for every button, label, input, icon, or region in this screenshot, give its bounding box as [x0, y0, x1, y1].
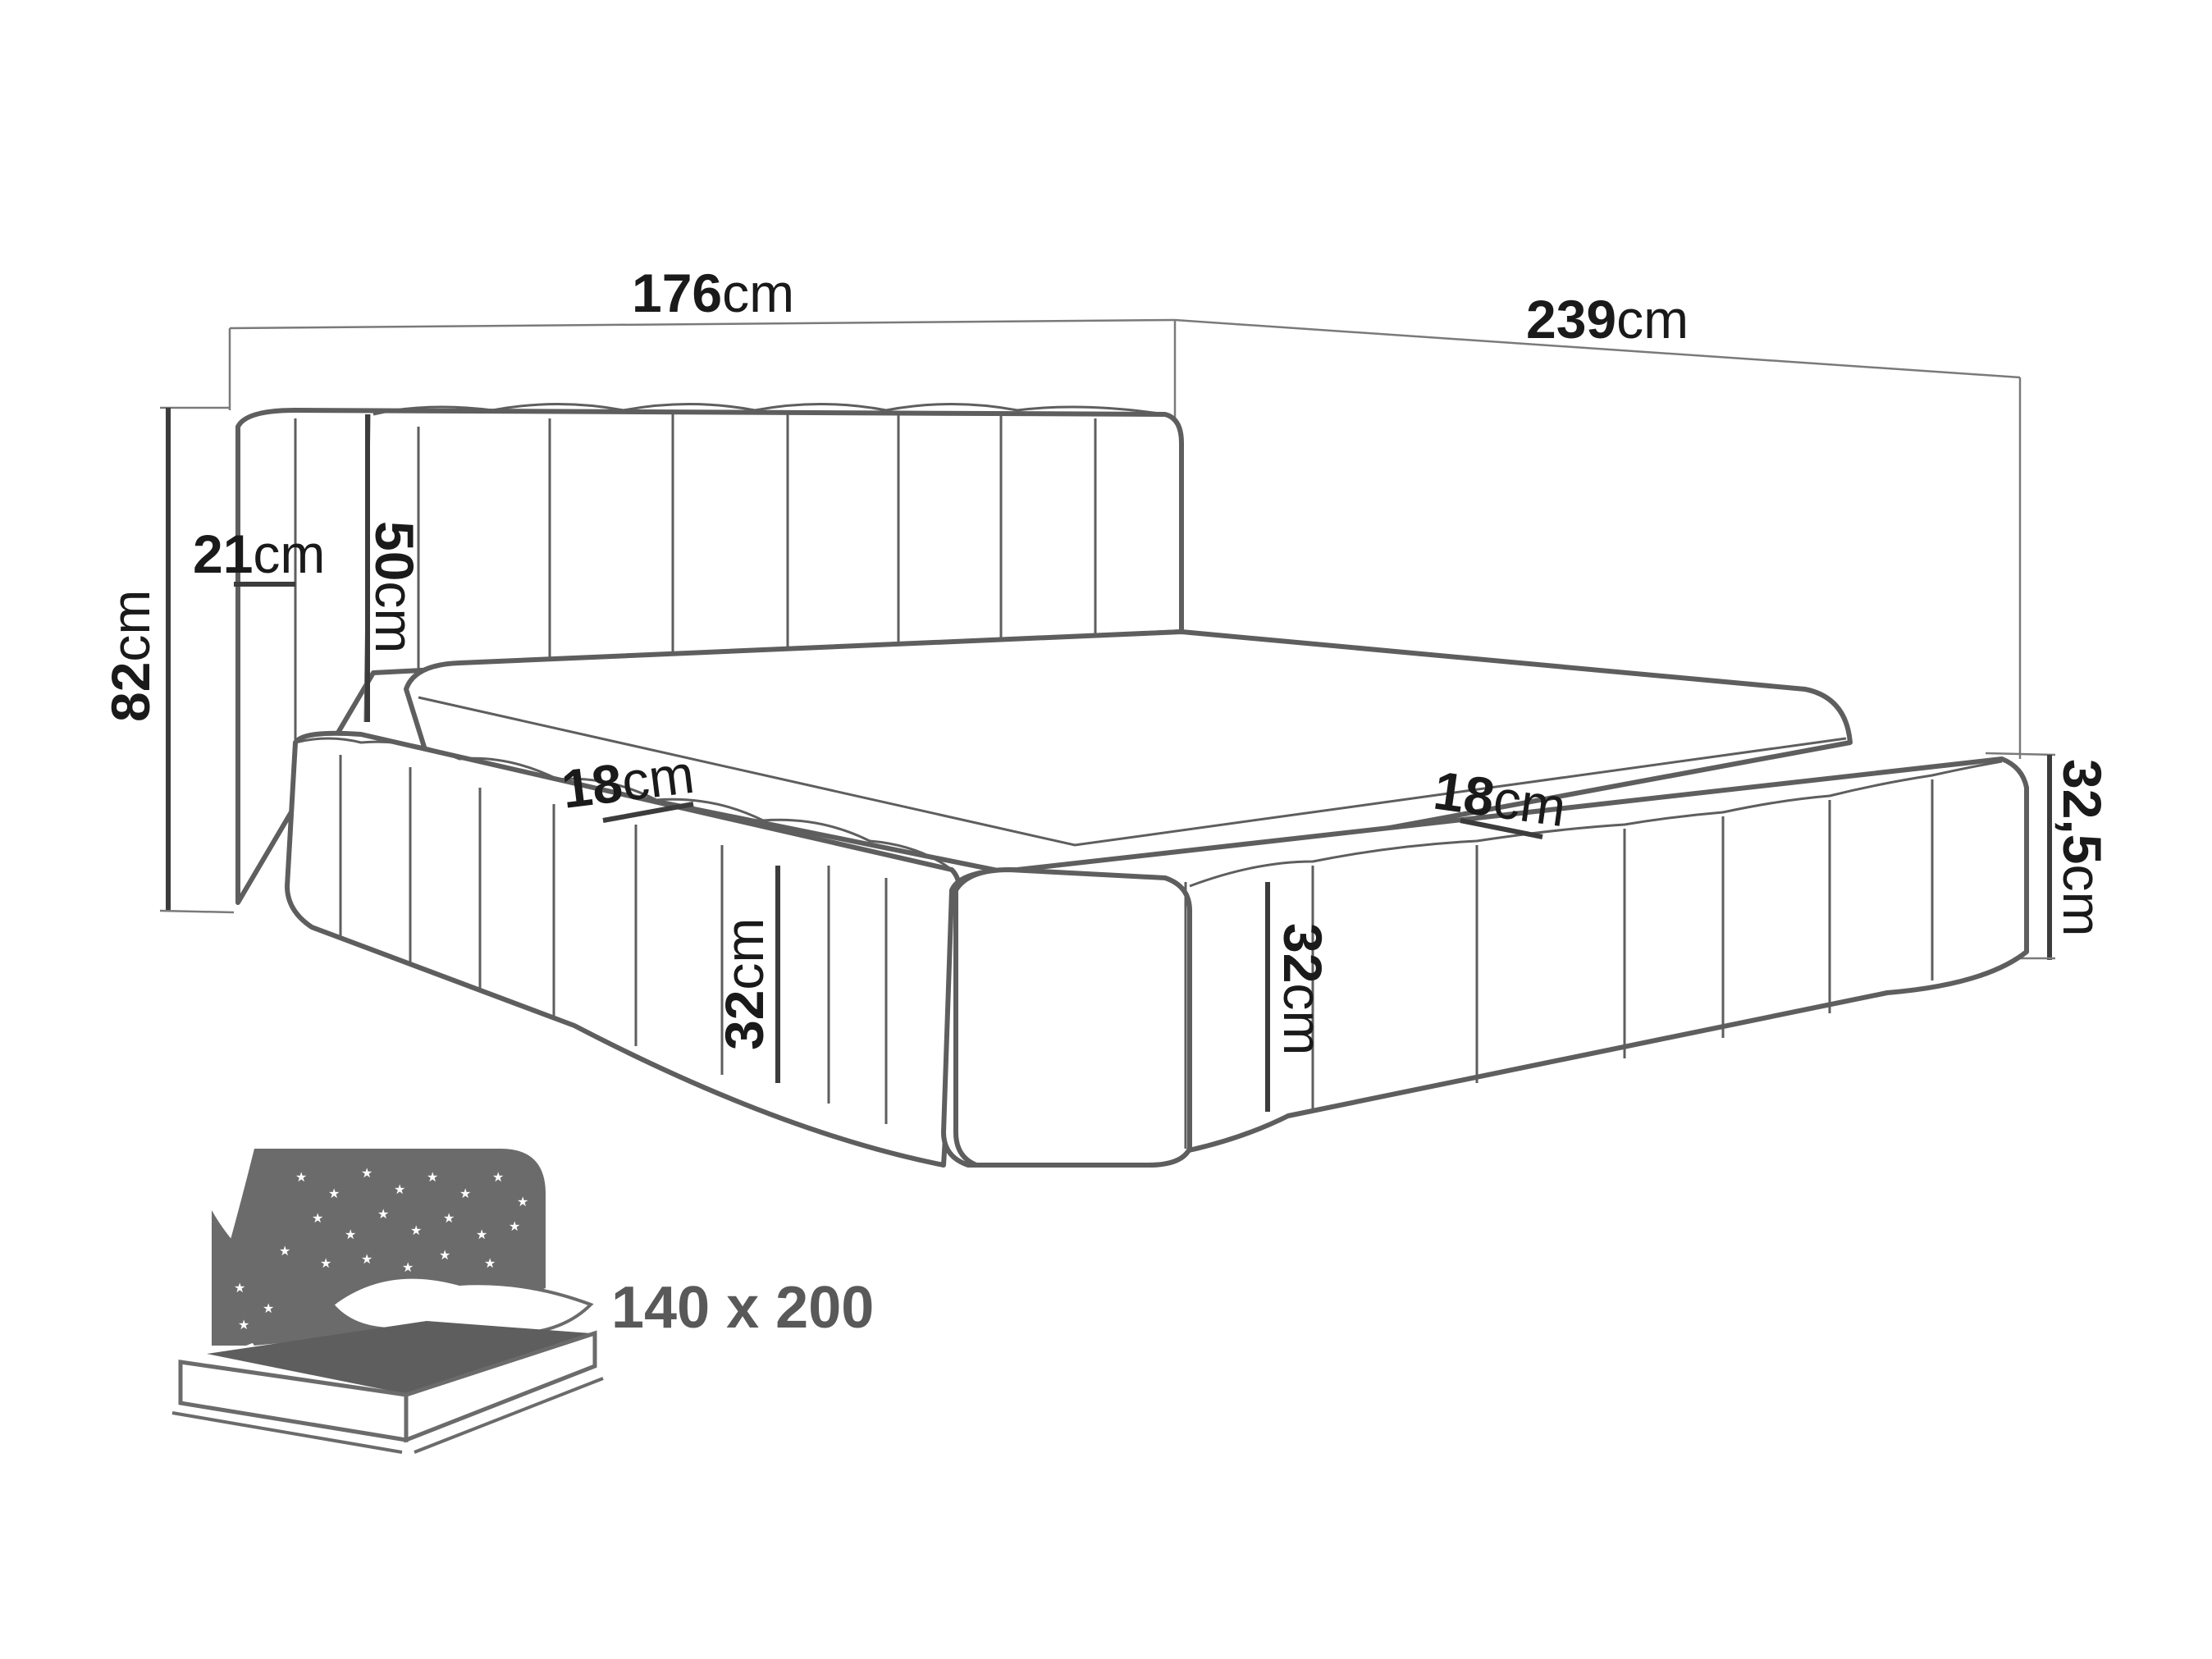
segment-left-label: 18cm — [559, 743, 697, 820]
svg-text:★: ★ — [234, 1280, 245, 1296]
frame-height-right-label: 32cm — [1273, 923, 1333, 1055]
mattress — [404, 629, 1853, 889]
svg-text:★: ★ — [377, 1206, 389, 1222]
svg-text:★: ★ — [484, 1255, 496, 1271]
svg-text:★: ★ — [279, 1243, 290, 1259]
width-label: 176cm — [632, 263, 794, 323]
headboard-height-label: 50cm — [364, 521, 425, 653]
svg-text:★: ★ — [238, 1317, 249, 1332]
svg-text:★: ★ — [459, 1186, 471, 1201]
svg-text:★: ★ — [517, 1194, 528, 1209]
svg-text:★: ★ — [263, 1300, 274, 1316]
segment-right-label: 18cm — [1430, 760, 1570, 839]
svg-text:★: ★ — [402, 1259, 414, 1275]
svg-text:★: ★ — [320, 1255, 331, 1271]
svg-text:★: ★ — [509, 1218, 520, 1234]
frame-height-left-label: 32cm — [714, 918, 775, 1050]
total-height-label: 82cm — [100, 590, 161, 722]
svg-text:★: ★ — [427, 1169, 438, 1185]
rear-height-guide — [1985, 752, 2056, 960]
length-label: 239cm — [1526, 289, 1689, 350]
svg-text:★: ★ — [361, 1251, 372, 1267]
segment-right-line — [1460, 818, 1543, 839]
svg-text:★: ★ — [295, 1169, 307, 1185]
svg-text:★: ★ — [443, 1210, 455, 1226]
svg-text:★: ★ — [361, 1165, 372, 1181]
svg-text:★: ★ — [312, 1210, 323, 1226]
mattress-size-label: 140 x 200 — [611, 1275, 874, 1341]
starry-headboard-icon: ★ ★ ★ ★ ★ ★ ★ ★ ★ ★ ★ ★ ★ ★ ★ ★ ★ ★ ★ ★ ★ ★ ★ ★ — [171, 1149, 604, 1454]
svg-text:★: ★ — [439, 1247, 450, 1263]
frame-height-rear-label: 32,5cm — [2052, 759, 2113, 936]
bed-frame — [285, 730, 2029, 1168]
svg-text:★: ★ — [492, 1169, 504, 1185]
length-dimension-guide — [1174, 318, 2022, 759]
total-height-guide — [159, 406, 235, 914]
side-panel-width-label: 21cm — [193, 523, 325, 584]
svg-text:★: ★ — [328, 1186, 340, 1201]
segment-left-line — [602, 802, 694, 823]
svg-text:★: ★ — [410, 1223, 422, 1238]
svg-text:★: ★ — [345, 1227, 356, 1242]
svg-text:★: ★ — [476, 1227, 487, 1242]
svg-text:★: ★ — [394, 1181, 405, 1197]
